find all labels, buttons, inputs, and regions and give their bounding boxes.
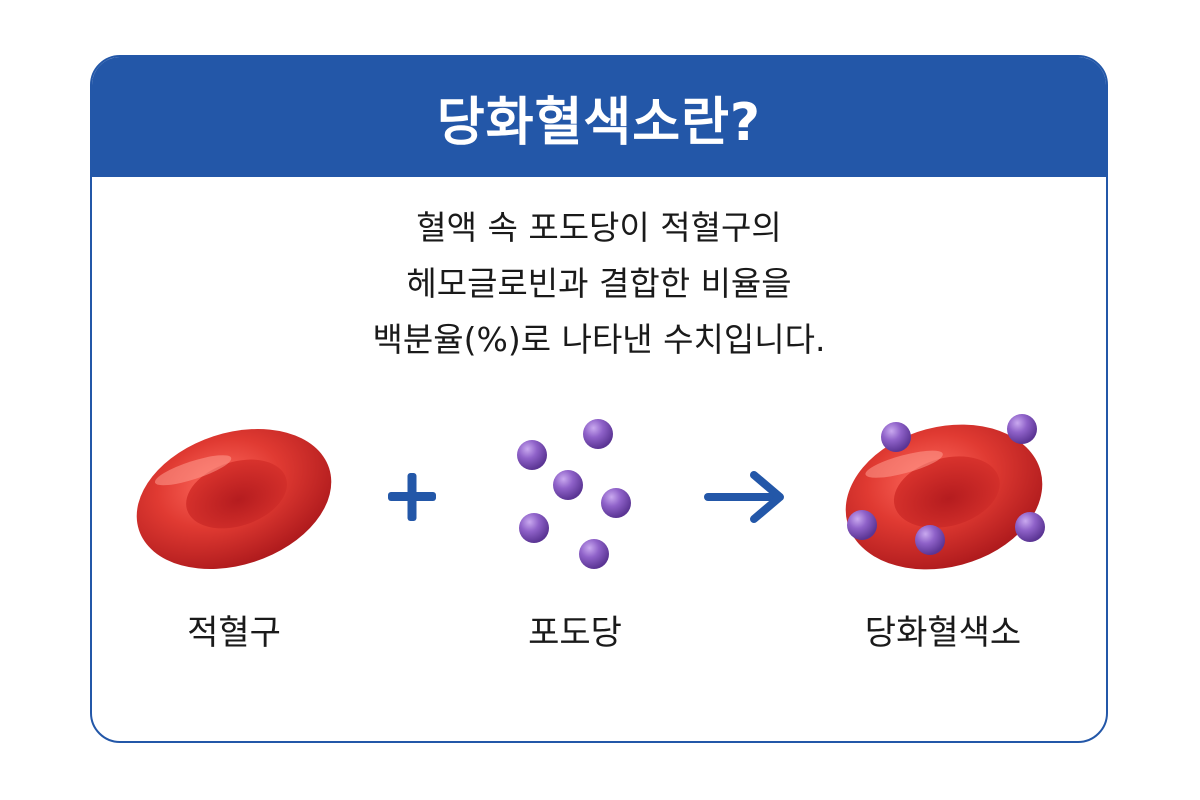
glucose-molecules-icon [517, 419, 631, 569]
page-title: 당화혈색소란? [436, 92, 762, 153]
header-bar: 당화혈색소란? [92, 57, 1106, 177]
glycated-hemoglobin-icon [845, 414, 1045, 570]
label-glucose: 포도당 [528, 613, 622, 653]
description-line-2: 헤모글로빈과 결합한 비율을 [406, 264, 792, 303]
label-red-blood-cell: 적혈구 [187, 613, 281, 653]
plus-icon [388, 473, 436, 521]
label-glycated-hemoglobin: 당화혈색소 [864, 613, 1022, 653]
red-blood-cell-icon [136, 429, 332, 569]
description: 혈액 속 포도당이 적혈구의 헤모글로빈과 결합한 비율을 백분율(%)로 나타… [92, 200, 1106, 368]
info-card: 당화혈색소란? 혈액 속 포도당이 적혈구의 헤모글로빈과 결합한 비율을 백분… [90, 55, 1108, 743]
description-line-1: 혈액 속 포도당이 적혈구의 [416, 208, 782, 247]
formula-diagram [136, 414, 1045, 570]
arrow-right-icon [704, 471, 784, 523]
description-line-3: 백분율(%)로 나타낸 수치입니다. [372, 320, 826, 359]
